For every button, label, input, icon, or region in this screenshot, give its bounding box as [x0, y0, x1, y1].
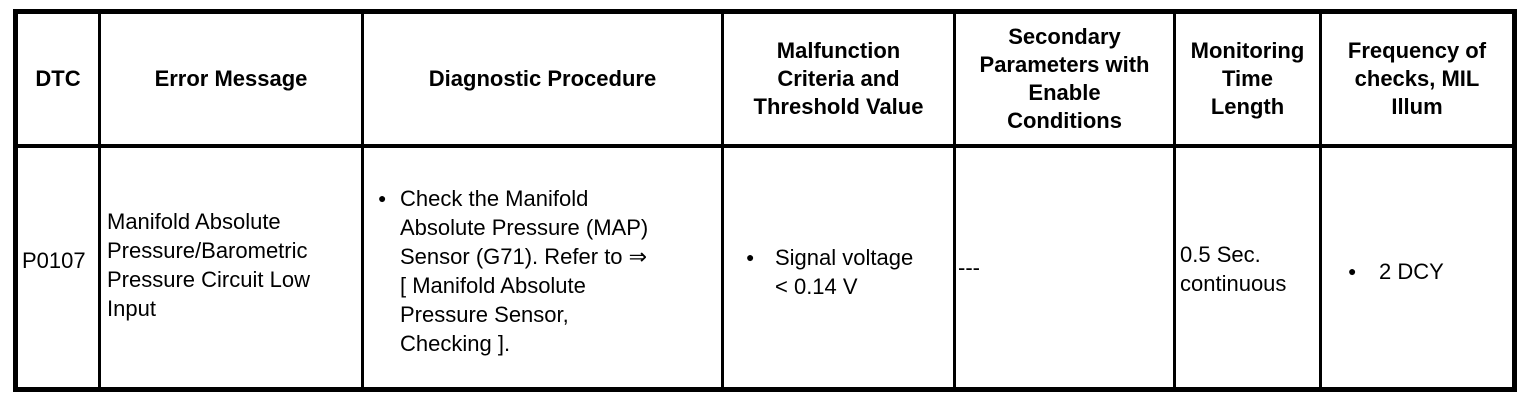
header-row: DTC Error Message Diagnostic Procedure M… [14, 10, 1516, 148]
diagnostic-procedure-text: Check the Manifold Absolute Pressure (MA… [400, 185, 649, 356]
cell-diagnostic-procedure: ● Check the Manifold Absolute Pressure (… [361, 144, 724, 391]
malfunction-criteria-text: Signal voltage < 0.14 V [775, 244, 914, 299]
header-dtc: DTC [14, 10, 101, 148]
table-row: P0107 Manifold Absolute Pressure/Baromet… [14, 144, 1516, 391]
header-diagnostic-procedure: Diagnostic Procedure [361, 10, 724, 148]
cell-error-message: Manifold Absolute Pressure/Barometric Pr… [98, 144, 364, 391]
frequency-item: ● 2 DCY [1348, 257, 1510, 286]
bullet-icon: ● [378, 189, 387, 206]
header-error-message: Error Message [98, 10, 364, 148]
header-malfunction-criteria: Malfunction Criteria and Threshold Value [721, 10, 956, 148]
cell-monitoring-time: 0.5 Sec. continuous [1173, 144, 1322, 391]
cell-dtc-code: P0107 [14, 144, 101, 391]
header-frequency: Frequency of checks, MIL Illum [1319, 10, 1516, 148]
malfunction-criteria-item: ● Signal voltage < 0.14 V [746, 243, 949, 301]
cell-frequency: ● 2 DCY [1319, 144, 1516, 391]
diagnostic-procedure-item: ● Check the Manifold Absolute Pressure (… [378, 184, 715, 358]
bullet-icon: ● [1348, 262, 1357, 279]
header-monitoring-time: Monitoring Time Length [1173, 10, 1322, 148]
cell-malfunction-criteria: ● Signal voltage < 0.14 V [721, 144, 956, 391]
bullet-icon: ● [746, 248, 755, 265]
dtc-fault-table: DTC Error Message Diagnostic Procedure M… [13, 9, 1517, 392]
cell-secondary-parameters: --- [953, 144, 1176, 391]
frequency-text: 2 DCY [1379, 258, 1444, 284]
header-secondary-parameters: Secondary Parameters with Enable Conditi… [953, 10, 1176, 148]
